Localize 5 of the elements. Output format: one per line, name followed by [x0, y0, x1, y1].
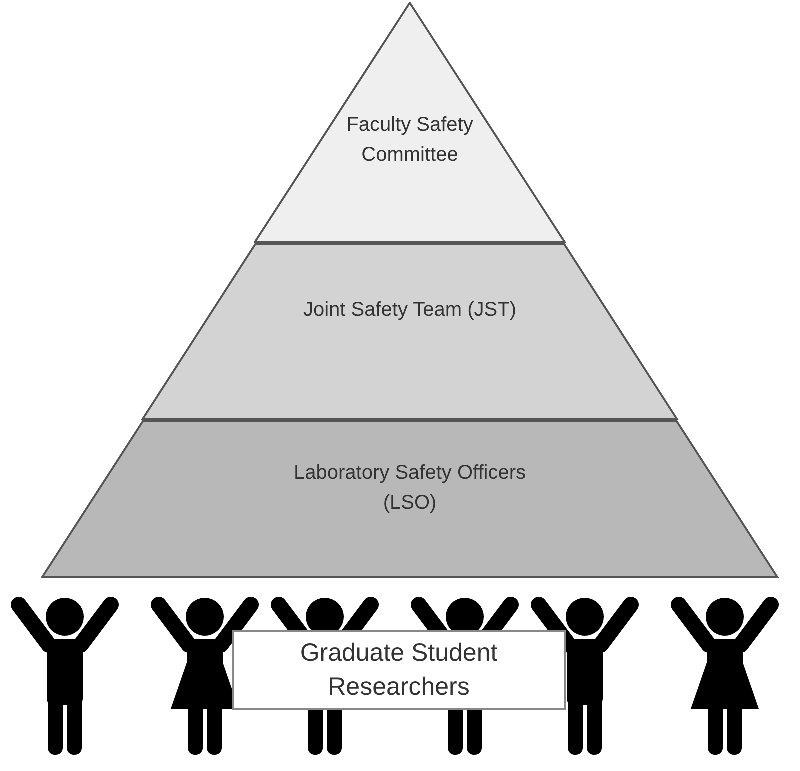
tier-label: Laboratory Safety Officers (LSO) — [293, 461, 527, 516]
tier-label: Faculty Safety Committee — [346, 113, 474, 168]
tier-label: Joint Safety Team (JST) — [303, 298, 517, 323]
group-label: Graduate Student Researchers — [299, 638, 499, 703]
label-box — [232, 630, 566, 710]
